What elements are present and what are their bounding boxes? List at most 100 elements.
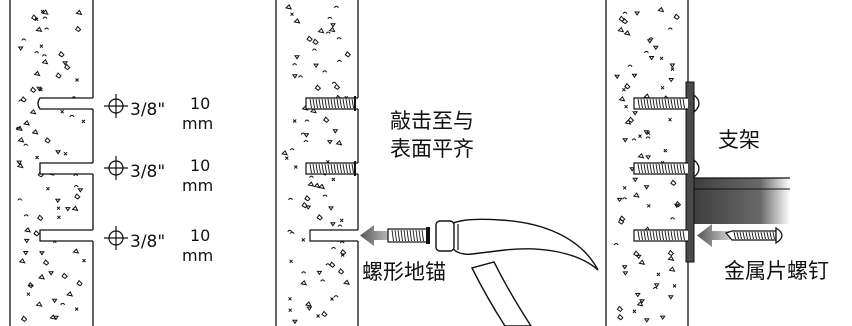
wall-texture-speck <box>331 81 337 84</box>
wall-texture-speck <box>35 155 39 160</box>
wall-texture-speck <box>669 63 676 68</box>
thread-rib <box>652 163 655 174</box>
wall-texture-speck <box>653 283 660 288</box>
wall-texture-speck <box>17 46 24 51</box>
thread-rib <box>321 163 324 174</box>
thread-rib <box>673 98 676 109</box>
wall-texture-speck <box>15 125 23 132</box>
wall-texture-speck <box>44 137 51 144</box>
thread-rib <box>679 98 682 109</box>
thread-rib <box>766 231 769 240</box>
thread-rib <box>333 98 336 109</box>
wall-texture-speck <box>34 51 40 54</box>
metal-screw-loose <box>724 226 783 245</box>
hole-diameter-inch: 3/8" <box>130 162 165 182</box>
wall-texture-speck <box>622 87 626 92</box>
wall-texture-speck <box>336 59 342 62</box>
thread-rib <box>658 230 661 241</box>
wall-texture-speck <box>72 248 80 254</box>
wall-texture-speck <box>645 155 652 160</box>
thread-rib <box>321 98 324 109</box>
wall-texture-speck <box>339 241 345 244</box>
wall-texture-speck <box>660 85 665 90</box>
wall-texture-speck <box>668 78 675 83</box>
thread-rib <box>400 229 403 242</box>
wall-texture-speck <box>634 293 641 298</box>
thread-rib <box>315 163 318 174</box>
wall-texture-speck <box>632 192 640 198</box>
drill-hole <box>39 162 93 175</box>
thread-rib <box>318 98 321 109</box>
wall-texture-speck <box>301 271 307 274</box>
wall-texture-speck <box>328 26 336 33</box>
wall-texture-speck <box>281 149 289 156</box>
wall-texture-speck <box>81 119 86 124</box>
wall-texture-speck <box>340 249 347 256</box>
wall-texture-speck <box>643 318 650 323</box>
thread-rib <box>640 163 643 174</box>
wall-texture-speck <box>306 35 313 42</box>
hole-size-unit: mm <box>182 114 213 133</box>
thread-rib <box>664 230 667 241</box>
thread-rib <box>403 229 406 242</box>
thread-rib <box>637 230 640 241</box>
wall-texture-speck <box>35 26 43 33</box>
wall-texture-speck <box>71 205 79 212</box>
wall-texture-speck <box>629 167 636 172</box>
wall-texture-speck <box>623 30 631 36</box>
wall-texture-speck <box>624 104 628 109</box>
thread-rib <box>637 163 640 174</box>
thread-rib <box>406 229 409 242</box>
wall-texture-speck <box>313 63 320 69</box>
thread-rib <box>676 98 679 109</box>
wall-texture-speck <box>306 306 313 312</box>
hole-dimension-3: 3/8" 10 mm <box>104 226 213 265</box>
wall-texture-speck <box>336 37 342 40</box>
thread-rib <box>670 163 673 174</box>
wall-texture-speck <box>648 56 655 61</box>
wall-texture-speck <box>300 279 308 286</box>
thread-rib <box>679 163 682 174</box>
wall-texture-speck <box>40 9 45 14</box>
wall-texture-speck <box>337 224 343 227</box>
wall-texture-speck <box>63 151 68 156</box>
thread-rib <box>342 163 345 174</box>
wall-texture-speck <box>314 84 322 91</box>
thread-rib <box>351 163 354 174</box>
wall-texture-speck <box>639 299 645 304</box>
wall-texture-speck <box>307 181 315 187</box>
hole-size-number: 10 <box>190 156 210 175</box>
wall-section <box>9 0 94 326</box>
wall-texture-speck <box>643 185 650 190</box>
wall-texture-speck <box>631 73 638 79</box>
wall-texture-speck <box>317 27 325 34</box>
wall-texture-speck <box>292 63 298 66</box>
wall-texture-speck <box>325 263 331 266</box>
wall-texture-speck <box>667 295 674 300</box>
wall-texture-speck <box>64 63 71 71</box>
thread-rib <box>736 231 739 240</box>
wall-texture-speck <box>15 126 21 130</box>
wall-texture-speck <box>77 188 84 193</box>
wall-texture-speck <box>289 259 293 264</box>
thread-rib <box>751 231 754 240</box>
wall-texture-speck <box>31 14 38 21</box>
wall-texture-speck <box>331 177 336 182</box>
thread-rib <box>682 98 685 109</box>
hole-dimension-2: 3/8" 10 mm <box>104 156 213 195</box>
wall-texture-speck <box>41 9 49 15</box>
wall-texture-speck <box>21 38 27 41</box>
thread-rib <box>415 229 418 242</box>
wall-texture-speck <box>344 51 352 58</box>
thread-rib <box>655 230 658 241</box>
thread-rib <box>394 229 397 242</box>
thread-rib <box>682 163 685 174</box>
wall-texture-speck <box>42 16 48 19</box>
wall-texture-speck <box>33 230 40 237</box>
wall-texture-speck <box>335 139 343 146</box>
wall-texture-speck <box>48 271 55 276</box>
thread-rib <box>330 98 333 109</box>
wall-texture-speck <box>624 119 632 125</box>
thread-rib <box>649 230 652 241</box>
wall-texture-speck <box>320 279 326 282</box>
